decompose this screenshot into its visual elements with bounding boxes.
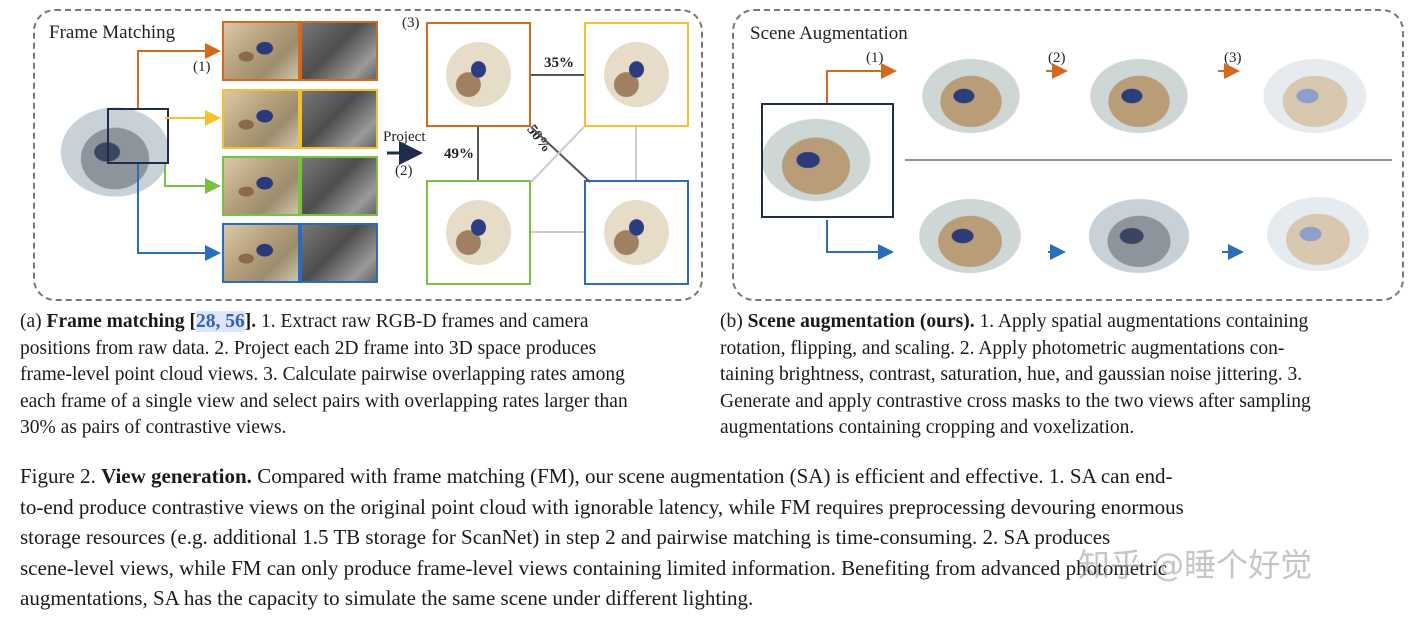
- top-view-masked: [1240, 42, 1390, 150]
- frame-matching-title: Frame Matching: [49, 22, 176, 43]
- caption-b-line-3: taining brightness, contrast, saturation…: [720, 364, 1303, 385]
- scene-augmentation-title: Scene Augmentation: [750, 23, 908, 44]
- extract-arrow-blue: [137, 164, 221, 261]
- caption-a: (a) Frame matching [28, 56]. 1. Extract …: [20, 309, 706, 442]
- caption-b-line-4: Generate and apply contrastive cross mas…: [720, 390, 1311, 412]
- caption-a-line-4: each frame of a single view and select p…: [20, 390, 628, 412]
- extract-arrow-green: [164, 164, 221, 194]
- bottom-view-photometric-aug: [1066, 182, 1212, 290]
- overlap-rate-1-2: 35%: [544, 55, 574, 71]
- watermark: 知乎 @睡个好觉: [1078, 546, 1313, 584]
- depth-frame-2: [300, 89, 378, 149]
- caption-b-line-1: (b) Scene augmentation (ours). 1. Apply …: [720, 311, 1309, 332]
- overlap-line-1-4: [530, 126, 591, 183]
- caption-b-line-5: augmentations containing cropping and vo…: [720, 417, 1135, 438]
- caption-a-line-2: positions from raw data. 2. Project each…: [20, 337, 597, 359]
- overlap-line-2-3: [530, 126, 585, 183]
- figure-caption: Figure 2. View generation. Compared with…: [20, 461, 1408, 614]
- frame-matching-step-1: (1): [193, 59, 211, 75]
- overlap-rate-1-3: 49%: [444, 146, 474, 162]
- diagram-connectors: [137, 43, 1392, 261]
- raw-scene-highlight-box: [107, 108, 169, 164]
- pointcloud-view-3: [426, 180, 531, 285]
- original-scene-highlight-box: [761, 103, 894, 218]
- pointcloud-view-4: [584, 180, 689, 285]
- rgb-frame-4: [222, 223, 300, 283]
- extract-arrow-orange: [137, 43, 221, 108]
- caption-a-line-5: 30% as pairs of contrastive views.: [20, 417, 287, 438]
- bottom-view-masked: [1244, 180, 1392, 288]
- scene-aug-step-1: (1): [866, 50, 884, 66]
- frame-matching-step-3: (3): [402, 15, 420, 31]
- rgb-frame-1: [222, 21, 300, 81]
- pointcloud-view-2: [584, 22, 689, 127]
- scene-aug-step-2: (2): [1048, 50, 1066, 66]
- figure-caption-line-4: scene-level views, while FM can only pro…: [20, 555, 1168, 580]
- depth-frame-1: [300, 21, 378, 81]
- depth-frame-3: [300, 156, 378, 216]
- scene-augmentation-panel: [732, 9, 1404, 301]
- figure-caption-line-5: augmentations, SA has the capacity to si…: [20, 586, 754, 610]
- aug-branch-orange: [826, 63, 897, 103]
- bottom-view-spatial-aug: [896, 182, 1044, 290]
- caption-a-line-1: (a) Frame matching [28, 56]. 1. Extract …: [20, 311, 589, 332]
- caption-b-line-2: rotation, flipping, and scaling. 2. Appl…: [720, 337, 1285, 359]
- scene-aug-step-3: (3): [1224, 50, 1242, 66]
- frame-matching-step-2: (2): [395, 163, 413, 179]
- figure-caption-line-1: Figure 2. View generation. Compared with…: [20, 464, 1173, 488]
- figure-caption-line-3: storage resources (e.g. additional 1.5 T…: [20, 525, 1111, 549]
- caption-b: (b) Scene augmentation (ours). 1. Apply …: [720, 309, 1406, 442]
- original-scene: [737, 100, 895, 220]
- frame-matching-panel: [33, 9, 703, 301]
- aug-branch-blue: [826, 220, 894, 260]
- pointcloud-view-1: [426, 22, 531, 127]
- depth-frame-4: [300, 223, 378, 283]
- rgb-frame-3: [222, 156, 300, 216]
- caption-a-line-3: frame-level point cloud views. 3. Calcul…: [20, 364, 625, 385]
- top-view-spatial-aug: [900, 42, 1042, 150]
- figure-caption-line-2: to-end produce contrastive views on the …: [20, 494, 1184, 519]
- top-view-photometric-aug: [1068, 42, 1210, 150]
- rgb-frame-2: [222, 89, 300, 149]
- citation-link[interactable]: 28, 56: [196, 311, 245, 332]
